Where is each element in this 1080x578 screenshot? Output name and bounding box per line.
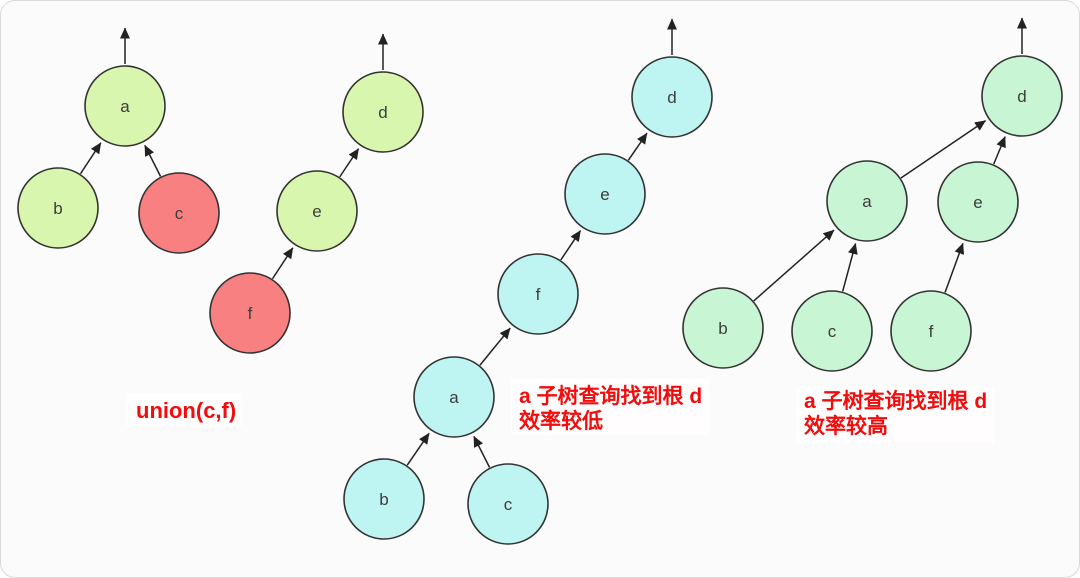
annotation-slow-query-line-2: 效率较低 (519, 409, 603, 433)
node-t4-e: e (937, 161, 1019, 243)
edge-t1-b-to-t1-a (79, 142, 102, 175)
node-label-t3-d: d (667, 88, 676, 107)
edge-t3-c-to-t3-a (473, 435, 491, 468)
edge-t3-e-to-t3-d (627, 132, 648, 161)
edge-t4-a-to-t4-d (900, 120, 986, 179)
node-circle-t3-c (467, 463, 549, 545)
node-label-t4-a: a (862, 192, 872, 211)
edge-t3-a-to-t3-f (479, 327, 511, 366)
node-circle-t2-f (209, 272, 291, 354)
node-circle-t4-f (890, 290, 972, 372)
node-circle-t3-d (631, 56, 713, 138)
node-circle-t4-e (937, 161, 1019, 243)
annotation-slow-query-line-1: a 子树查询找到根 d (519, 384, 702, 408)
edge-t4-e-to-t4-d (993, 136, 1006, 165)
annotation-union-call: union(c,f) (126, 393, 242, 426)
node-label-t3-a: a (449, 388, 459, 407)
node-circle-t1-c (138, 172, 220, 254)
node-circle-t2-e (276, 170, 358, 252)
node-t1-a: a (84, 65, 166, 147)
node-circle-t4-b (682, 287, 764, 369)
annotation-union-call-line-1: union(c,f) (136, 398, 236, 423)
node-label-t2-e: e (312, 202, 321, 221)
node-circle-t4-c (791, 290, 873, 372)
node-t3-d: d (631, 56, 713, 138)
node-t4-b: b (682, 287, 764, 369)
node-circle-t1-b (17, 167, 99, 249)
node-t3-f: f (497, 253, 579, 335)
node-circle-t3-f (497, 253, 579, 335)
node-label-t4-c: c (828, 322, 837, 341)
node-label-t4-e: e (973, 193, 982, 212)
edge-t4-b-to-t4-a (753, 229, 835, 302)
node-circle-t4-a (826, 160, 908, 242)
edge-t1-c-to-t1-a (144, 144, 162, 177)
node-t3-c: c (467, 463, 549, 545)
annotation-bg-slow-query (511, 379, 709, 435)
annotation-bg-fast-query (796, 387, 994, 443)
node-label-t2-d: d (378, 103, 387, 122)
node-label-t2-f: f (248, 304, 253, 323)
node-t2-d: d (342, 71, 424, 153)
node-label-t3-e: e (600, 185, 609, 204)
node-label-t1-c: c (175, 204, 184, 223)
edge-t3-f-to-t3-e (560, 230, 582, 261)
node-circle-t4-d (981, 55, 1063, 137)
edge-t2-f-to-t2-e (271, 247, 294, 280)
annotation-fast-query-line-1: a 子树查询找到根 d (804, 389, 987, 413)
node-label-t1-b: b (53, 199, 62, 218)
node-label-t4-f: f (929, 322, 934, 341)
node-t3-e: e (564, 153, 646, 235)
node-circle-t3-a (413, 356, 495, 438)
node-t3-b: b (343, 458, 425, 540)
node-label-t4-d: d (1017, 87, 1026, 106)
node-label-t4-b: b (718, 319, 727, 338)
node-t1-b: b (17, 167, 99, 249)
edge-t4-c-to-t4-a (841, 243, 858, 292)
node-t4-f: f (890, 290, 972, 372)
edge-t4-f-to-t4-e (944, 242, 965, 293)
node-circle-t2-d (342, 71, 424, 153)
node-label-t3-c: c (504, 495, 513, 514)
node-t4-d: d (981, 55, 1063, 137)
node-t3-a: a (413, 356, 495, 438)
node-circle-t1-a (84, 65, 166, 147)
node-t4-a: a (826, 160, 908, 242)
node-circle-t3-b (343, 458, 425, 540)
node-label-t1-a: a (120, 97, 130, 116)
node-t2-f: f (209, 272, 291, 354)
node-circle-t3-e (564, 153, 646, 235)
node-label-t3-b: b (379, 490, 388, 509)
node-t1-c: c (138, 172, 220, 254)
edge-t2-e-to-t2-d (339, 148, 360, 178)
annotation-bg-union-call (126, 393, 242, 426)
edge-t3-b-to-t3-a (406, 432, 430, 466)
node-t4-c: c (791, 290, 873, 372)
node-label-t3-f: f (536, 285, 541, 304)
node-t2-e: e (276, 170, 358, 252)
annotation-fast-query-line-2: 效率较高 (804, 414, 888, 438)
